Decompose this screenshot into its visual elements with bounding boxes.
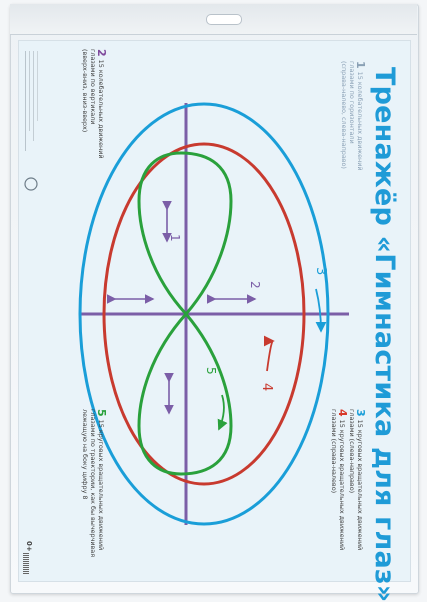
rule-4-line-1: 15 круговых вращательных движений bbox=[338, 419, 346, 551]
rule-5: 515 круговых вращательных движений глаза… bbox=[81, 409, 108, 558]
diagram-number-2: 2 bbox=[248, 281, 262, 289]
diagram-number-4: 4 bbox=[259, 383, 274, 391]
rule-3-line-2: глазами (слева-направо) bbox=[348, 409, 356, 494]
rule-1: 115 колебательных движений глазами по го… bbox=[340, 61, 367, 171]
publisher-logo bbox=[24, 177, 38, 191]
poster: 1 2 3 4 5 Тренажёр «Гимнастика для глаз»… bbox=[18, 40, 411, 602]
barcode-strip bbox=[23, 553, 29, 575]
rule-3-line-1: 15 круговых вращательных движений bbox=[356, 419, 364, 551]
figure-eight bbox=[137, 151, 233, 476]
rule-5-line-3: лежащую на боку цифру 8 bbox=[81, 409, 89, 500]
arrow-outer-ellipse bbox=[315, 288, 327, 333]
rule-2: 215 колебательных движений глазами по ве… bbox=[81, 49, 108, 159]
rule-1-line-2: глазами по горизонтали bbox=[348, 61, 356, 144]
rule-4-line-2: глазами (справа-налево) bbox=[330, 409, 338, 494]
age-badge: 0+ bbox=[25, 541, 33, 552]
rule-2-line-2: глазами по вертикали bbox=[89, 49, 97, 125]
diagram-number-5: 5 bbox=[204, 367, 218, 375]
rule-2-line-1: 15 колебательных движений bbox=[97, 59, 105, 159]
rule-2-line-3: (вверх-вниз, вниз-вверх) bbox=[81, 49, 89, 133]
arrow-figure-eight bbox=[217, 394, 228, 431]
poster-title: Тренажёр «Гимнастика для глаз» bbox=[369, 67, 400, 602]
rule-5-line-2: глазами по траектории, как бы вычерчивая bbox=[89, 409, 97, 558]
diagram-number-1: 1 bbox=[168, 234, 182, 242]
hanger-strip bbox=[10, 4, 417, 35]
hanger-hole bbox=[206, 14, 242, 25]
rule-4: 415 круговых вращательных движений глаза… bbox=[330, 409, 349, 551]
rule-1-line-3: (справа-налево, слева-направо) bbox=[340, 61, 348, 169]
diagram-number-3: 3 bbox=[313, 267, 328, 275]
publisher-fine-print bbox=[23, 51, 47, 161]
arrow-inner-ellipse bbox=[263, 335, 275, 372]
outer-ellipse bbox=[78, 102, 330, 526]
rule-5-line-1: 15 круговых вращательных движений bbox=[97, 419, 105, 551]
rule-3: 315 круговых вращательных движений глаза… bbox=[348, 409, 367, 551]
eye-exercise-diagram: 1 2 3 4 5 bbox=[24, 102, 349, 526]
rule-1-line-1: 15 колебательных движений bbox=[356, 71, 364, 171]
inner-ellipse bbox=[102, 142, 306, 486]
